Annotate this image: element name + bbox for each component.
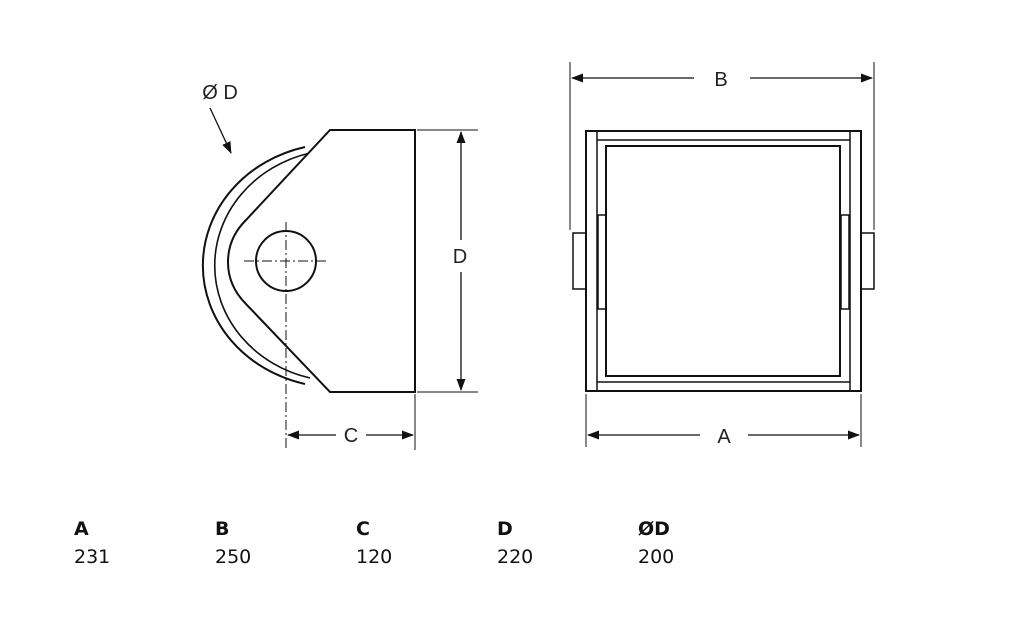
- left-hub-cap: [597, 214, 607, 310]
- dimension-header: ØD: [638, 518, 670, 540]
- dimension-column-b: B 250: [215, 516, 356, 572]
- dimension-header: B: [215, 518, 230, 540]
- dimension-value: 120: [356, 546, 393, 568]
- fork-frame-outer: [585, 130, 862, 392]
- wheel-outer-outline: [201, 146, 306, 385]
- diameter-leader-arrow: [209, 107, 232, 154]
- front-view: [569, 62, 875, 447]
- offset-label: C: [344, 425, 358, 447]
- dimension-value: 250: [215, 546, 252, 568]
- height-label: D: [453, 246, 467, 268]
- dimension-column-a: A 231: [74, 516, 215, 572]
- overall-width-label: B: [714, 69, 727, 91]
- dimension-value: 231: [74, 546, 111, 568]
- dimension-column-diameter: ØD 200: [638, 516, 779, 572]
- diameter-label: Ø D: [202, 82, 238, 104]
- dimension-column-c: C 120: [356, 516, 497, 572]
- dimension-column-d: D 220: [497, 516, 638, 572]
- dimension-value: 220: [497, 546, 534, 568]
- right-hub-cap: [840, 214, 850, 310]
- dimension-header: A: [74, 518, 89, 540]
- side-view: [201, 107, 478, 450]
- dimension-value: 200: [638, 546, 675, 568]
- wheel-body: [605, 145, 841, 377]
- dimension-header: C: [356, 518, 370, 540]
- wheel-inner-outline: [213, 152, 311, 379]
- dimension-header: D: [497, 518, 513, 540]
- left-axle-boss: [572, 232, 587, 290]
- dimensions-table: A 231 B 250 C 120 D 220 ØD 200: [74, 516, 779, 572]
- wheel-width-label: A: [717, 426, 731, 448]
- right-axle-boss: [860, 232, 875, 290]
- caster-technical-drawing: Ø D D C B A: [201, 62, 875, 450]
